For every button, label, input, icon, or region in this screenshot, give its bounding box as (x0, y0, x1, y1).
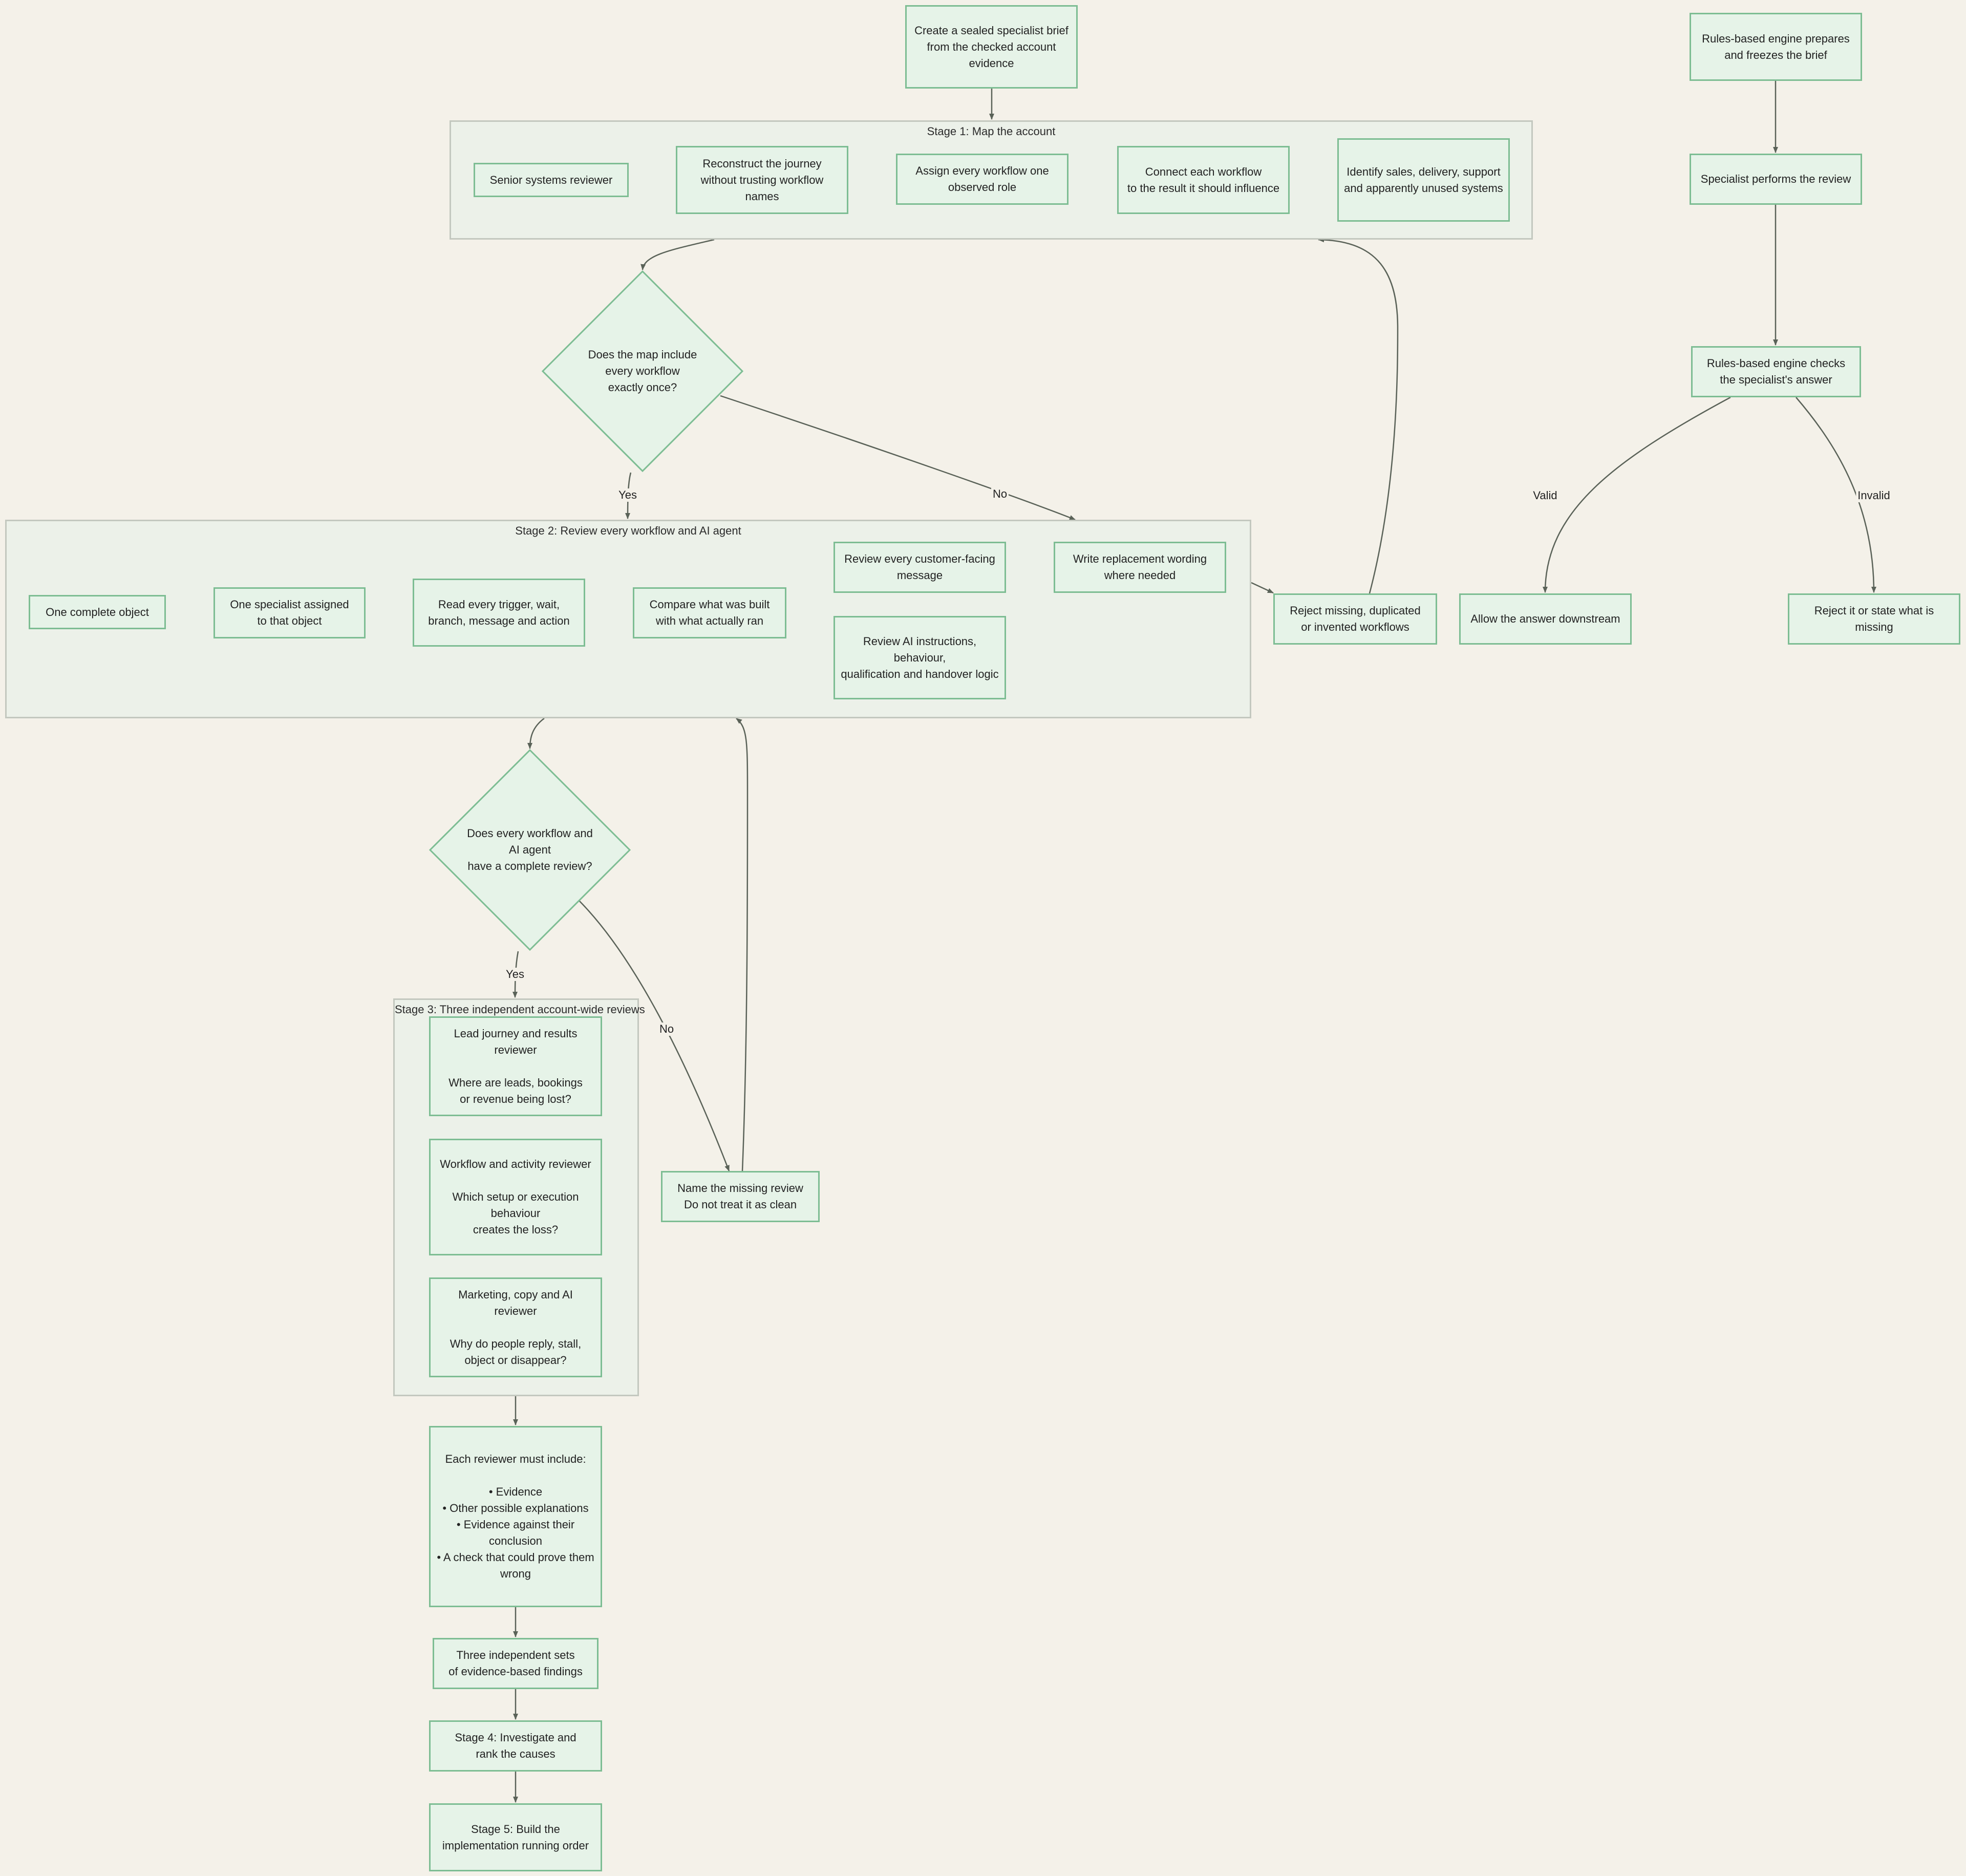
stage2-title: Stage 2: Review every workflow and AI ag… (515, 524, 741, 537)
identify-systems-node: Identify sales, delivery, support and ap… (1337, 138, 1510, 222)
map-question-text: Does the map include every workflow exac… (588, 348, 697, 394)
stage2-to-reject-edge (1251, 582, 1274, 594)
rules-prepare-node: Rules-based engine prepares and freezes … (1690, 13, 1862, 81)
yes-review-label: Yes (504, 968, 526, 981)
three-sets-node: Three independent sets of evidence-based… (433, 1638, 599, 1689)
stage1-to-map-question-edge (640, 239, 715, 270)
reject-to-stage1-edge (1318, 237, 1399, 594)
map-question-diamond (541, 270, 744, 473)
stage5-node: Stage 5: Build the implementation runnin… (429, 1803, 602, 1871)
stage2-to-review-question-edge (527, 717, 545, 749)
stage1-title: Stage 1: Map the account (927, 125, 1056, 138)
assign-role-node: Assign every workflow one observed role (896, 154, 1069, 205)
lead-journey-node: Lead journey and results reviewer Where … (429, 1016, 602, 1116)
senior-reviewer-node: Senior systems reviewer (474, 163, 629, 197)
one-object-node: One complete object (29, 595, 166, 629)
missing-to-stage2-edge (736, 718, 749, 1171)
review-question-text: Does every workflow and AI agent have a … (467, 827, 593, 872)
checks-invalid-to-reject-edge (1796, 397, 1876, 593)
checks-valid-to-allow-edge (1543, 396, 1731, 593)
brief-node: Create a sealed specialist brief from th… (905, 5, 1078, 89)
rules-checks-node: Rules-based engine checks the specialist… (1691, 346, 1861, 397)
review-no-to-missing-edge (579, 901, 730, 1171)
stage2-cluster: Stage 2: Review every workflow and AI ag… (5, 520, 1251, 718)
one-specialist-node: One specialist assigned to that object (213, 587, 366, 638)
yes-map-label: Yes (617, 488, 638, 502)
specialist-performs-node: Specialist performs the review (1690, 154, 1862, 205)
map-no-to-reject-edge (720, 395, 1076, 521)
stage4-node: Stage 4: Investigate and rank the causes (429, 1720, 602, 1772)
each-reviewer-node: Each reviewer must include: • Evidence •… (429, 1426, 602, 1607)
review-messages-node: Review every customer-facing message (834, 542, 1006, 593)
invalid-label: Invalid (1856, 489, 1892, 502)
review-ai-node: Review AI instructions, behaviour, quali… (834, 616, 1006, 699)
marketing-copy-node: Marketing, copy and AI reviewer Why do p… (429, 1277, 602, 1377)
reconstruct-node: Reconstruct the journey without trusting… (676, 146, 848, 214)
connect-workflow-node: Connect each workflow to the result it s… (1117, 146, 1290, 214)
reject-state-node: Reject it or state what is missing (1788, 593, 1960, 645)
no-review-label: No (657, 1022, 676, 1036)
review-question-diamond (429, 749, 631, 951)
reject-missing-node: Reject missing, duplicated or invented w… (1273, 593, 1437, 645)
allow-answer-node: Allow the answer downstream (1459, 593, 1632, 645)
no-map-label: No (991, 487, 1009, 501)
write-replacement-node: Write replacement wording where needed (1054, 542, 1226, 593)
workflow-activity-node: Workflow and activity reviewer Which set… (429, 1139, 602, 1255)
stage3-title: Stage 3: Three independent account-wide … (395, 1003, 645, 1016)
read-trigger-node: Read every trigger, wait, branch, messag… (413, 579, 585, 647)
valid-label: Valid (1531, 489, 1559, 502)
name-missing-node: Name the missing review Do not treat it … (661, 1171, 820, 1222)
compare-built-node: Compare what was built with what actuall… (633, 587, 786, 638)
